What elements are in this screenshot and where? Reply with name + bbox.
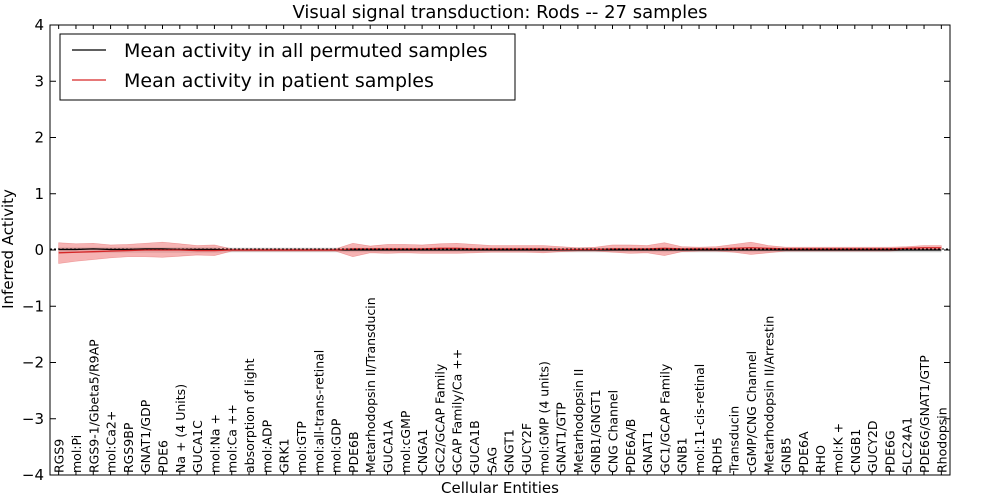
x-tick-label: Na + (4 Units) xyxy=(173,384,188,473)
x-tick-label: PDE6B xyxy=(346,431,361,473)
y-tick-label: 4 xyxy=(34,16,44,34)
x-tick-label: GNAT1/GTP xyxy=(554,402,569,473)
series-bands xyxy=(58,241,942,264)
x-tick-label: PDE6 xyxy=(156,440,171,473)
x-tick-label: mol:GMP (4 units) xyxy=(536,361,551,473)
legend-label-patient: Mean activity in patient samples xyxy=(124,70,434,92)
x-tick-label: GNAT1/GDP xyxy=(138,399,153,473)
y-tick-label: 2 xyxy=(34,129,44,147)
x-tick-label: GNB5 xyxy=(779,437,794,473)
x-tick-label: CNGB1 xyxy=(848,429,863,473)
x-tick-label: Metarhodopsin II xyxy=(571,369,586,473)
x-tick-label: GUCA1B xyxy=(467,420,482,473)
x-tick-label: CNGA1 xyxy=(415,429,430,473)
x-tick-label: mol:all-trans-retinal xyxy=(311,350,326,473)
x-tick-label: GCAP Family/Ca ++ xyxy=(450,349,465,473)
x-tick-label: GRK1 xyxy=(277,438,292,473)
x-tick-label: Metarhodopsin II/Arrestin xyxy=(761,316,776,473)
x-tick-label: SAG xyxy=(484,447,499,473)
x-tick-label: GC1/GCAP Family xyxy=(657,363,672,473)
x-tick-label: PDE6G xyxy=(882,430,897,473)
x-tick-label: Transducin xyxy=(727,406,742,474)
y-axis-label: Inferred Activity xyxy=(0,189,17,309)
x-tick-label: GNB1/GNGT1 xyxy=(588,389,603,473)
x-tick-label: mol:GTP xyxy=(294,421,309,473)
x-tick-label: SLC24A1 xyxy=(900,417,915,473)
y-axis-ticks: −4 −3 −2 −1 0 1 2 3 4 xyxy=(22,16,950,484)
x-tick-label: GUCY2F xyxy=(519,423,534,473)
x-tick-label: PDE6G/GNAT1/GTP xyxy=(917,355,932,473)
y-tick-label: −1 xyxy=(22,297,44,315)
x-tick-label: RGS9-1/Gbeta5/R9AP xyxy=(86,339,101,473)
y-tick-label: −3 xyxy=(22,410,44,428)
x-tick-label: cGMP/CNG Channel xyxy=(744,351,759,473)
legend: Mean activity in all permuted samples Me… xyxy=(59,33,516,101)
x-tick-label: GC2/GCAP Family xyxy=(432,363,447,473)
x-tick-label: mol:K + xyxy=(831,423,846,473)
y-tick-label: 3 xyxy=(34,72,44,90)
series-band-1 xyxy=(58,241,942,264)
x-axis-label: Cellular Entities xyxy=(441,479,559,497)
series-line-0 xyxy=(58,248,942,251)
x-tick-label: mol:Ca ++ xyxy=(225,404,240,473)
x-tick-label: mol:11-cis-retinal xyxy=(692,364,707,473)
x-tick-label: GNAT1 xyxy=(640,431,655,473)
x-tick-label: mol:Pi xyxy=(69,435,84,473)
y-tick-label: 1 xyxy=(34,185,44,203)
legend-box xyxy=(59,33,516,101)
x-tick-label: mol:GDP xyxy=(329,418,344,473)
x-tick-label: RGS9BP xyxy=(121,422,136,473)
x-tick-label: Metarhodopsin II/Transducin xyxy=(363,297,378,473)
x-tick-label: RDH5 xyxy=(709,437,724,473)
y-tick-label: 0 xyxy=(34,241,44,259)
x-tick-label: GNGT1 xyxy=(502,429,517,473)
x-tick-label: PDE6A/B xyxy=(623,419,638,473)
x-tick-label: CNG Channel xyxy=(606,390,621,473)
chart-title: Visual signal transduction: Rods -- 27 s… xyxy=(292,2,707,23)
x-tick-label: absorption of light xyxy=(242,358,257,473)
x-tick-label: mol:Ca2+ xyxy=(104,411,119,473)
y-tick-label: −4 xyxy=(22,466,44,484)
legend-label-permuted: Mean activity in all permuted samples xyxy=(124,40,487,62)
x-tick-label: PDE6A xyxy=(796,431,811,473)
x-tick-label: RGS9 xyxy=(52,439,67,473)
y-tick-label: −2 xyxy=(22,354,44,372)
x-tick-label: GUCY2D xyxy=(865,420,880,473)
x-tick-label: Rhodopsin xyxy=(934,407,949,473)
x-tick-label: mol:Na + xyxy=(207,414,222,473)
x-tick-label: GNB1 xyxy=(675,437,690,473)
x-tick-label: mol:cGMP xyxy=(398,410,413,473)
x-tick-label: GUCA1C xyxy=(190,420,205,473)
plot-frame xyxy=(49,24,951,476)
x-tick-label: GUCA1A xyxy=(381,420,396,473)
x-tick-label: mol:ADP xyxy=(259,419,274,473)
x-tick-label: RHO xyxy=(813,445,828,473)
